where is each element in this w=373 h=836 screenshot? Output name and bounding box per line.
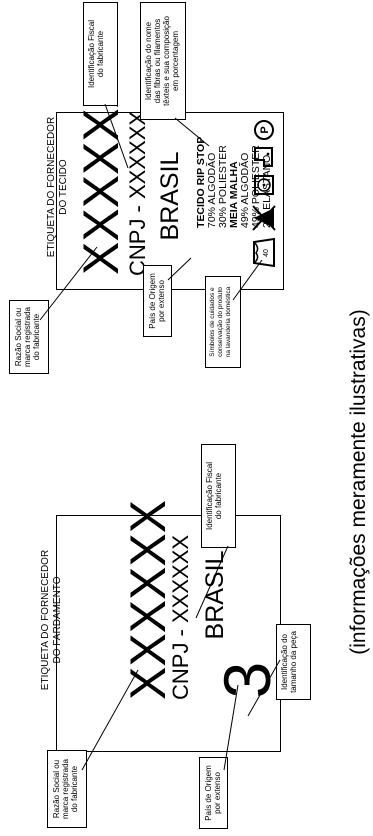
callout-care-symbols: Símbolos de cuidados e conservação do pr… [205, 276, 241, 368]
no-bleach-icon [252, 205, 276, 231]
callout-company-name-uniform: Razão Social ou marca registrada do fabr… [47, 750, 87, 828]
callout-size-id: Identificação do tamanho da peça [276, 624, 311, 700]
connector-fiber-id [174, 117, 210, 147]
callout-fiscal-id-uniform: Identificação Fiscal do fabricante [201, 444, 236, 548]
connector-care-symbols [232, 259, 263, 301]
uniform-supplier-label [56, 515, 281, 752]
callout-company-name-fabric: Razão Social ou marca registrada do fabr… [9, 300, 49, 374]
connector-size [247, 659, 281, 717]
wash-40-icon: 40 [253, 237, 275, 268]
iron-icon [254, 147, 273, 167]
dryclean-letter: P [259, 126, 271, 133]
callout-fiber-identification: Identificação do nome das fibras ou fila… [140, 2, 186, 120]
callout-origin-fabric: País de Origem por extenso [143, 265, 172, 337]
connector-origin-uniform [223, 684, 239, 771]
care-symbols-group: P 40 [252, 120, 276, 268]
wash-temperature: 40 [263, 249, 270, 257]
tumble-dry-icon [254, 175, 274, 195]
connector-fiscal-uniform [195, 545, 229, 619]
connector-company-uniform [81, 669, 139, 771]
connector-company-fabric [39, 246, 98, 321]
fabric-supplier-label [56, 112, 284, 290]
callout-fiscal-id-fabric: Identificação Fiscal do fabricante [83, 2, 118, 106]
dry-clean-p-icon: P [254, 120, 274, 140]
illustrative-footnote: (informações meramente ilustrativas) [347, 309, 370, 655]
connector-origin-fabric [167, 257, 192, 281]
connector-fiscal-fabric [104, 103, 129, 169]
callout-origin-uniform: País de Origem por extenso [199, 757, 228, 829]
